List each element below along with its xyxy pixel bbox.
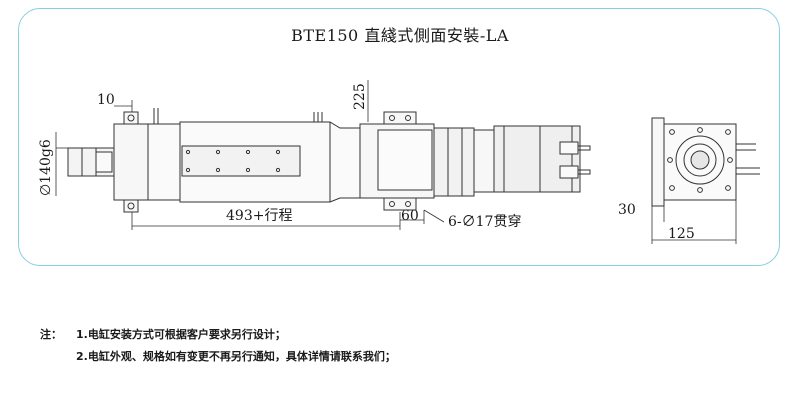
servo-motor xyxy=(493,125,591,193)
dim-125-label: 125 xyxy=(668,226,695,242)
drawing-title: BTE150 直綫式側面安裝-LA xyxy=(291,26,509,45)
dim-10-label: 10 xyxy=(97,92,115,108)
dim-60-label: 60 xyxy=(401,208,419,224)
coupling-housing xyxy=(433,127,495,197)
dim-225-label: 225 xyxy=(352,83,368,110)
dim-30-label: 30 xyxy=(618,202,636,218)
note-line-1: 1.电缸安装方式可根据客户要求另行设计； xyxy=(76,328,286,341)
dim-stroke-label: 493+行程 xyxy=(226,208,292,224)
notes-indent xyxy=(40,346,76,368)
drawing-frame xyxy=(18,8,780,266)
note-line-2: 2.电缸外观、规格如有变更不再另行通知，具体详情请联系我们； xyxy=(76,350,396,363)
side-mount-block xyxy=(359,111,435,211)
notes-label: 注： xyxy=(40,328,62,341)
cylinder-body xyxy=(147,121,361,203)
notes-section: 注： 1.电缸安装方式可根据客户要求另行设计； 2.电缸外观、规格如有变更不再另… xyxy=(40,324,396,368)
front-flange xyxy=(113,111,149,213)
dim-shaft-diameter-label: ∅140g6 xyxy=(38,139,54,196)
rod-end xyxy=(67,147,115,177)
end-view xyxy=(651,117,760,207)
dim-holes-label: 6-∅17贯穿 xyxy=(448,214,521,230)
dimension-lines xyxy=(55,80,737,244)
